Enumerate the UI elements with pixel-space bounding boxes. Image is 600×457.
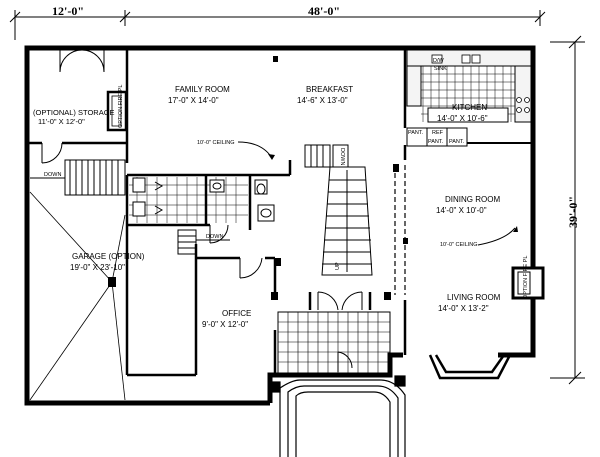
main-stair [304,144,373,276]
storage-room-size: 11'-0" X 12'-0" [38,117,85,126]
pantry-label-1: PANT. [408,130,424,136]
dining-room-name: DINING ROOM [445,195,500,204]
office-room-name: OFFICE [222,309,251,318]
dining-ceiling-arrow [477,227,516,246]
upper-post [393,164,399,172]
dining-post [403,238,408,244]
opening-dashes [394,165,406,295]
family-ceiling-note: 10'-0" CEILING [197,140,235,146]
down-label-storage: DOWN [44,172,61,178]
garage-roof-lines [29,191,126,401]
garage-size: 19'-0" X 23'-10" [70,263,125,272]
dimension-top-left: 12'-0" [52,4,84,18]
bath-tile-grid [129,177,248,223]
fireplace-right [511,266,545,300]
office-area-stair [177,229,230,255]
kitchen-room-size: 14'-0" X 10'-6" [437,114,488,123]
mid-post [275,258,281,266]
family-room-size: 17'-0" X 14'-0" [168,96,219,105]
storage-doors [41,49,105,164]
foyer-doors [317,291,363,372]
exterior-walls [24,45,536,406]
storage-stair [30,159,126,196]
garage-center-mark [108,277,116,287]
interior-walls [27,48,407,377]
dining-ceiling-note: 10'-0" CEILING [440,242,478,248]
family-ceiling-arrowhead [268,154,275,160]
dimension-top-main: 48'-0" [308,4,340,18]
foyer-tile-grid [277,311,391,375]
down-label-office: DOWN [206,234,223,240]
dishwasher-label: D/W [433,58,445,64]
foyer-column-right [384,292,391,300]
refrigerator-label: REF [432,130,444,136]
pantry-label-3: PANT. [449,139,465,145]
bay-window [428,354,512,380]
garage-name: GARAGE (OPTION) [72,252,145,261]
storage-room-name: (OPTIONAL) STORAGE [33,108,115,117]
option-fireplace-storage-label: OPTION FIRE PL [118,85,124,128]
living-room-name: LIVING ROOM [447,293,501,302]
fireplace-storage [106,90,128,132]
pantry-label-2: PANT. [428,139,444,145]
family-ceiling-arrow [237,141,273,159]
office-door [239,257,263,279]
dining-ceiling-arrowhead [513,226,518,232]
breakfast-room-size: 14'-6" X 13'-0" [297,96,348,105]
sink-label: SINK [434,66,447,72]
breakfast-room-name: BREAKFAST [306,85,353,94]
entry-steps [269,375,406,457]
office-room-size: 9'-0" X 12'-0" [202,320,248,329]
foyer-column-left [271,292,278,300]
dimension-right: 39'-0" [566,196,580,228]
down-label-stair: DOWN [339,148,345,165]
dimension-lines [9,10,585,385]
living-room-size: 14'-0" X 13'-2" [438,304,489,313]
up-label-stair: UP [335,262,341,270]
kitchen-sinks [431,54,530,113]
dining-room-size: 14'-0" X 10'-0" [436,206,487,215]
pantry-row [406,127,468,147]
laundry-arrows [154,181,164,215]
family-post [273,56,278,62]
kitchen-room-name: KITCHEN [452,103,487,112]
option-fireplace-right-label: OPTION FIRE PL [523,256,529,299]
bath-fixtures [132,177,275,222]
family-room-name: FAMILY ROOM [175,85,230,94]
kitchen-island [427,107,509,123]
kitchen-grid [421,66,515,122]
